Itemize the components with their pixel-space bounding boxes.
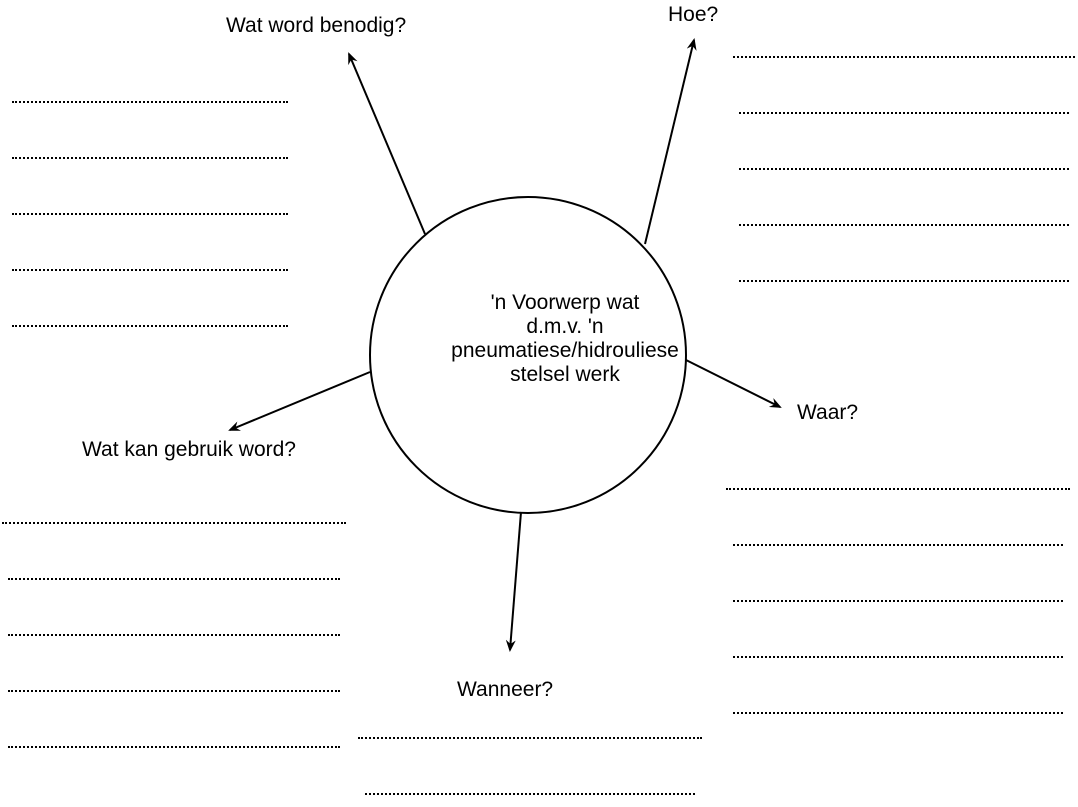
question-where: Waar? (797, 401, 859, 424)
answer-line-what-needed[interactable] (12, 325, 288, 327)
answer-line-what-used[interactable] (8, 634, 340, 636)
center-line-2: d.m.v. 'n (526, 315, 604, 338)
answer-line-how[interactable] (739, 168, 1069, 170)
question-what-used: Wat kan gebruik word? (82, 438, 296, 461)
answer-line-where[interactable] (733, 600, 1063, 602)
arrow-when (505, 511, 522, 652)
answer-line-what-needed[interactable] (12, 101, 288, 103)
center-line-1: 'n Voorwerp wat (490, 291, 640, 314)
center-circle (369, 196, 687, 514)
arrow-what-needed (348, 52, 426, 235)
answer-line-how[interactable] (739, 280, 1069, 282)
answer-line-where[interactable] (733, 656, 1063, 658)
answer-line-how[interactable] (739, 224, 1069, 226)
center-line-4: stelsel werk (510, 363, 620, 386)
question-how: Hoe? (668, 3, 719, 26)
center-line-3: pneumatiese/hidrouliese (451, 339, 679, 362)
answer-line-how[interactable] (739, 112, 1069, 114)
answer-line-when[interactable] (358, 737, 702, 739)
answer-line-what-used[interactable] (8, 578, 340, 580)
answer-line-what-used[interactable] (8, 746, 340, 748)
answer-line-what-used[interactable] (8, 690, 340, 692)
answer-line-how[interactable] (733, 56, 1075, 58)
answer-line-where[interactable] (726, 488, 1070, 490)
center-topic: 'n Voorwerp wat d.m.v. 'n pneumatiese/hi… (415, 291, 715, 387)
answer-line-what-needed[interactable] (12, 213, 288, 215)
answer-line-where[interactable] (733, 712, 1063, 714)
question-when: Wanneer? (457, 678, 554, 701)
arrow-how (644, 38, 697, 245)
question-what-needed: Wat word benodig? (226, 14, 407, 37)
answer-line-what-needed[interactable] (12, 269, 288, 271)
answer-line-where[interactable] (733, 544, 1063, 546)
answer-line-when[interactable] (365, 793, 695, 795)
arrow-what-used (228, 371, 371, 431)
answer-line-what-needed[interactable] (12, 157, 288, 159)
answer-line-what-used[interactable] (2, 522, 346, 524)
arrow-where (685, 359, 782, 408)
